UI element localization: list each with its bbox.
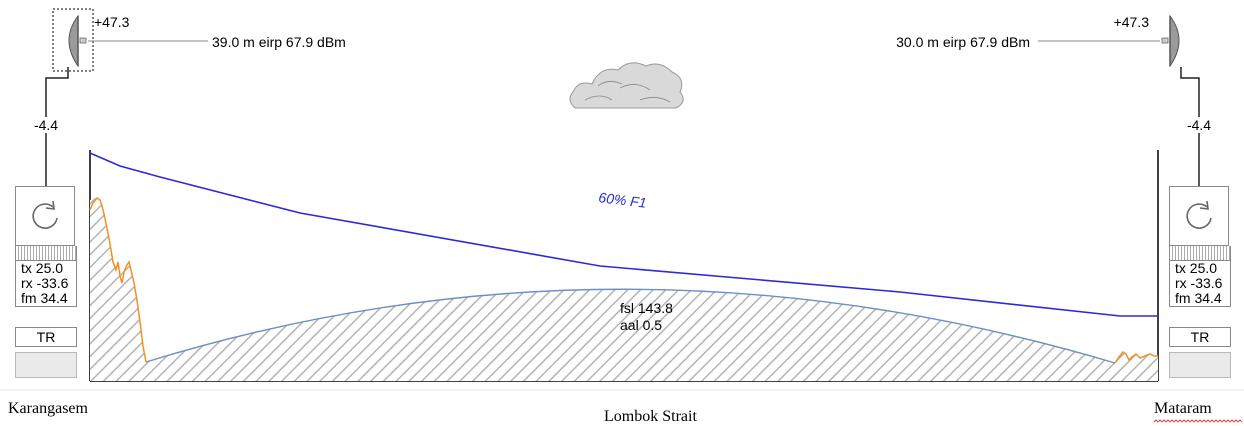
left-antenna-selection [52, 8, 94, 72]
left-fm-value: fm 34.4 [21, 290, 68, 306]
spellcheck-underline [1153, 419, 1243, 423]
left-gray-button[interactable] [15, 352, 77, 378]
left-antenna-gain: +47.3 [94, 14, 130, 30]
left-stats-panel: tx 25.0 rx -33.6 fm 34.4 [15, 260, 77, 307]
left-cable-loss-bg [32, 117, 62, 133]
right-cable-loss: -4.4 [1187, 117, 1211, 133]
right-connector-strip [1169, 246, 1231, 260]
right-dish-antenna-icon[interactable] [1161, 14, 1180, 68]
right-rx-value: rx -33.6 [1175, 275, 1223, 291]
midpoint-name: Lombok Strait [604, 408, 697, 425]
refresh-icon [1186, 200, 1212, 229]
terrain-profile-right [1114, 350, 1158, 364]
right-site-name: Mataram [1154, 400, 1212, 417]
right-fm-value: fm 34.4 [1175, 290, 1222, 306]
fresnel-label: 60% F1 [598, 189, 648, 211]
right-cable-loss-bg [1184, 117, 1216, 133]
left-cable-loss: -4.4 [34, 117, 58, 133]
left-connector-strip [15, 246, 77, 260]
left-dish-antenna-icon[interactable] [68, 14, 87, 68]
fresnel-60-line [89, 152, 1158, 317]
left-tx-value: tx 25.0 [21, 260, 64, 276]
fsl-value: fsl 143.8 [620, 300, 673, 316]
right-gray-button[interactable] [1169, 352, 1231, 378]
terrain-profile-left [89, 196, 147, 363]
left-mode-button[interactable]: TR [15, 327, 77, 347]
refresh-icon [32, 200, 58, 229]
right-refresh-button[interactable] [1169, 186, 1229, 246]
left-refresh-button[interactable] [15, 186, 75, 246]
cloud-icon [569, 62, 684, 109]
right-tx-value: tx 25.0 [1175, 260, 1218, 276]
earth-curve-line [145, 288, 1116, 364]
right-stats-panel: tx 25.0 rx -33.6 fm 34.4 [1169, 260, 1231, 307]
right-antenna-info: 30.0 m eirp 67.9 dBm [896, 34, 1030, 50]
right-mode-button[interactable]: TR [1169, 327, 1231, 347]
left-antenna-info: 39.0 m eirp 67.9 dBm [212, 34, 346, 50]
right-antenna-gain: +47.3 [1114, 14, 1150, 30]
aal-value: aal 0.5 [620, 317, 662, 333]
left-site-name: Karangasem [8, 400, 88, 417]
left-rx-value: rx -33.6 [21, 275, 69, 291]
